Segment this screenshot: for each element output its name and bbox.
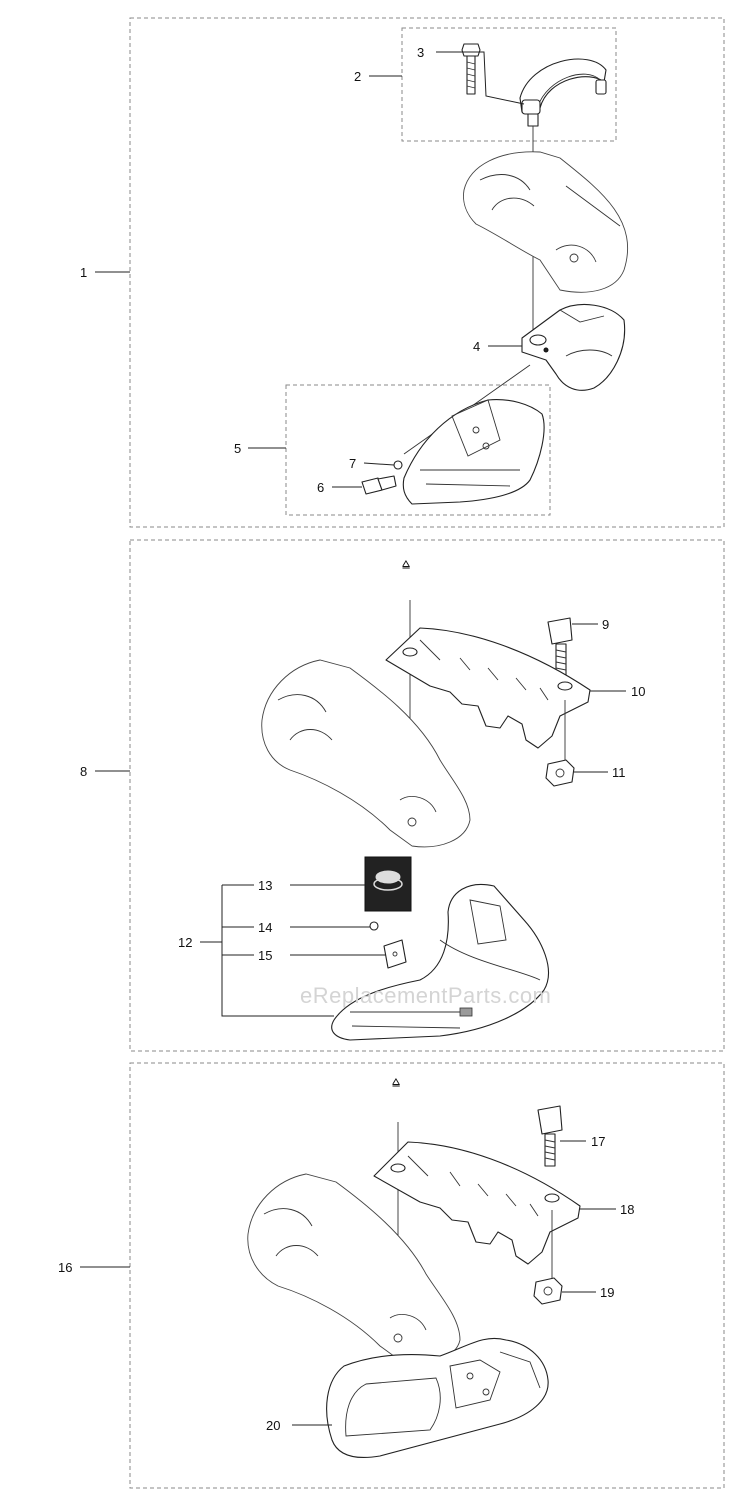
assembly-box-8 [129, 539, 725, 1052]
callout-14: 14 [258, 920, 272, 935]
direction-mark-2: ⩠ [392, 1074, 400, 1089]
bolt-part-17 [537, 1105, 563, 1167]
callout-1: 1 [80, 265, 87, 280]
bolt-part-9 [547, 617, 573, 679]
assembly-box-16 [129, 1062, 725, 1489]
engine-housing-ghost-2 [261, 659, 471, 848]
assembly-box-2 [401, 27, 617, 142]
callout-15: 15 [258, 948, 272, 963]
engine-housing-ghost-1 [463, 151, 629, 293]
engine-housing-ghost-3 [247, 1173, 461, 1364]
callout-8: 8 [80, 764, 87, 779]
callout-18: 18 [620, 1202, 634, 1217]
plate-part-15 [383, 939, 407, 969]
screw-part-6 [361, 475, 397, 495]
callout-13: 13 [258, 878, 272, 893]
callout-12: 12 [178, 935, 192, 950]
direction-mark-1: ⩠ [402, 556, 410, 571]
guard-part-20 [326, 1337, 549, 1458]
screw-part-14 [369, 921, 379, 931]
mount-part-4 [521, 304, 626, 391]
assembly-box-1 [129, 17, 725, 528]
callout-2: 2 [354, 69, 361, 84]
guard-part-12 [331, 884, 549, 1041]
clamp-part-2 [519, 58, 607, 127]
callout-20: 20 [266, 1418, 280, 1433]
callout-11: 11 [612, 765, 626, 780]
callout-6: 6 [317, 480, 324, 495]
washer-part-7 [393, 460, 403, 470]
callout-5: 5 [234, 441, 241, 456]
leader-lines [80, 51, 626, 1426]
guard-part-5 [402, 399, 545, 505]
heat-shield-part-18 [373, 1141, 581, 1265]
callout-17: 17 [591, 1134, 605, 1149]
assembly-box-5 [285, 384, 551, 516]
nut-part-19 [533, 1277, 563, 1305]
decal-part-13 [364, 856, 412, 912]
callout-7: 7 [349, 456, 356, 471]
watermark: eReplacementParts.com [300, 983, 551, 1008]
heat-shield-part-10 [385, 627, 591, 749]
callout-16: 16 [58, 1260, 72, 1275]
callout-4: 4 [473, 339, 480, 354]
callout-9: 9 [602, 617, 609, 632]
nut-part-11 [545, 759, 575, 787]
callout-19: 19 [600, 1285, 614, 1300]
callout-10: 10 [631, 684, 645, 699]
bolt-part-3 [461, 43, 481, 95]
callout-3: 3 [417, 45, 424, 60]
